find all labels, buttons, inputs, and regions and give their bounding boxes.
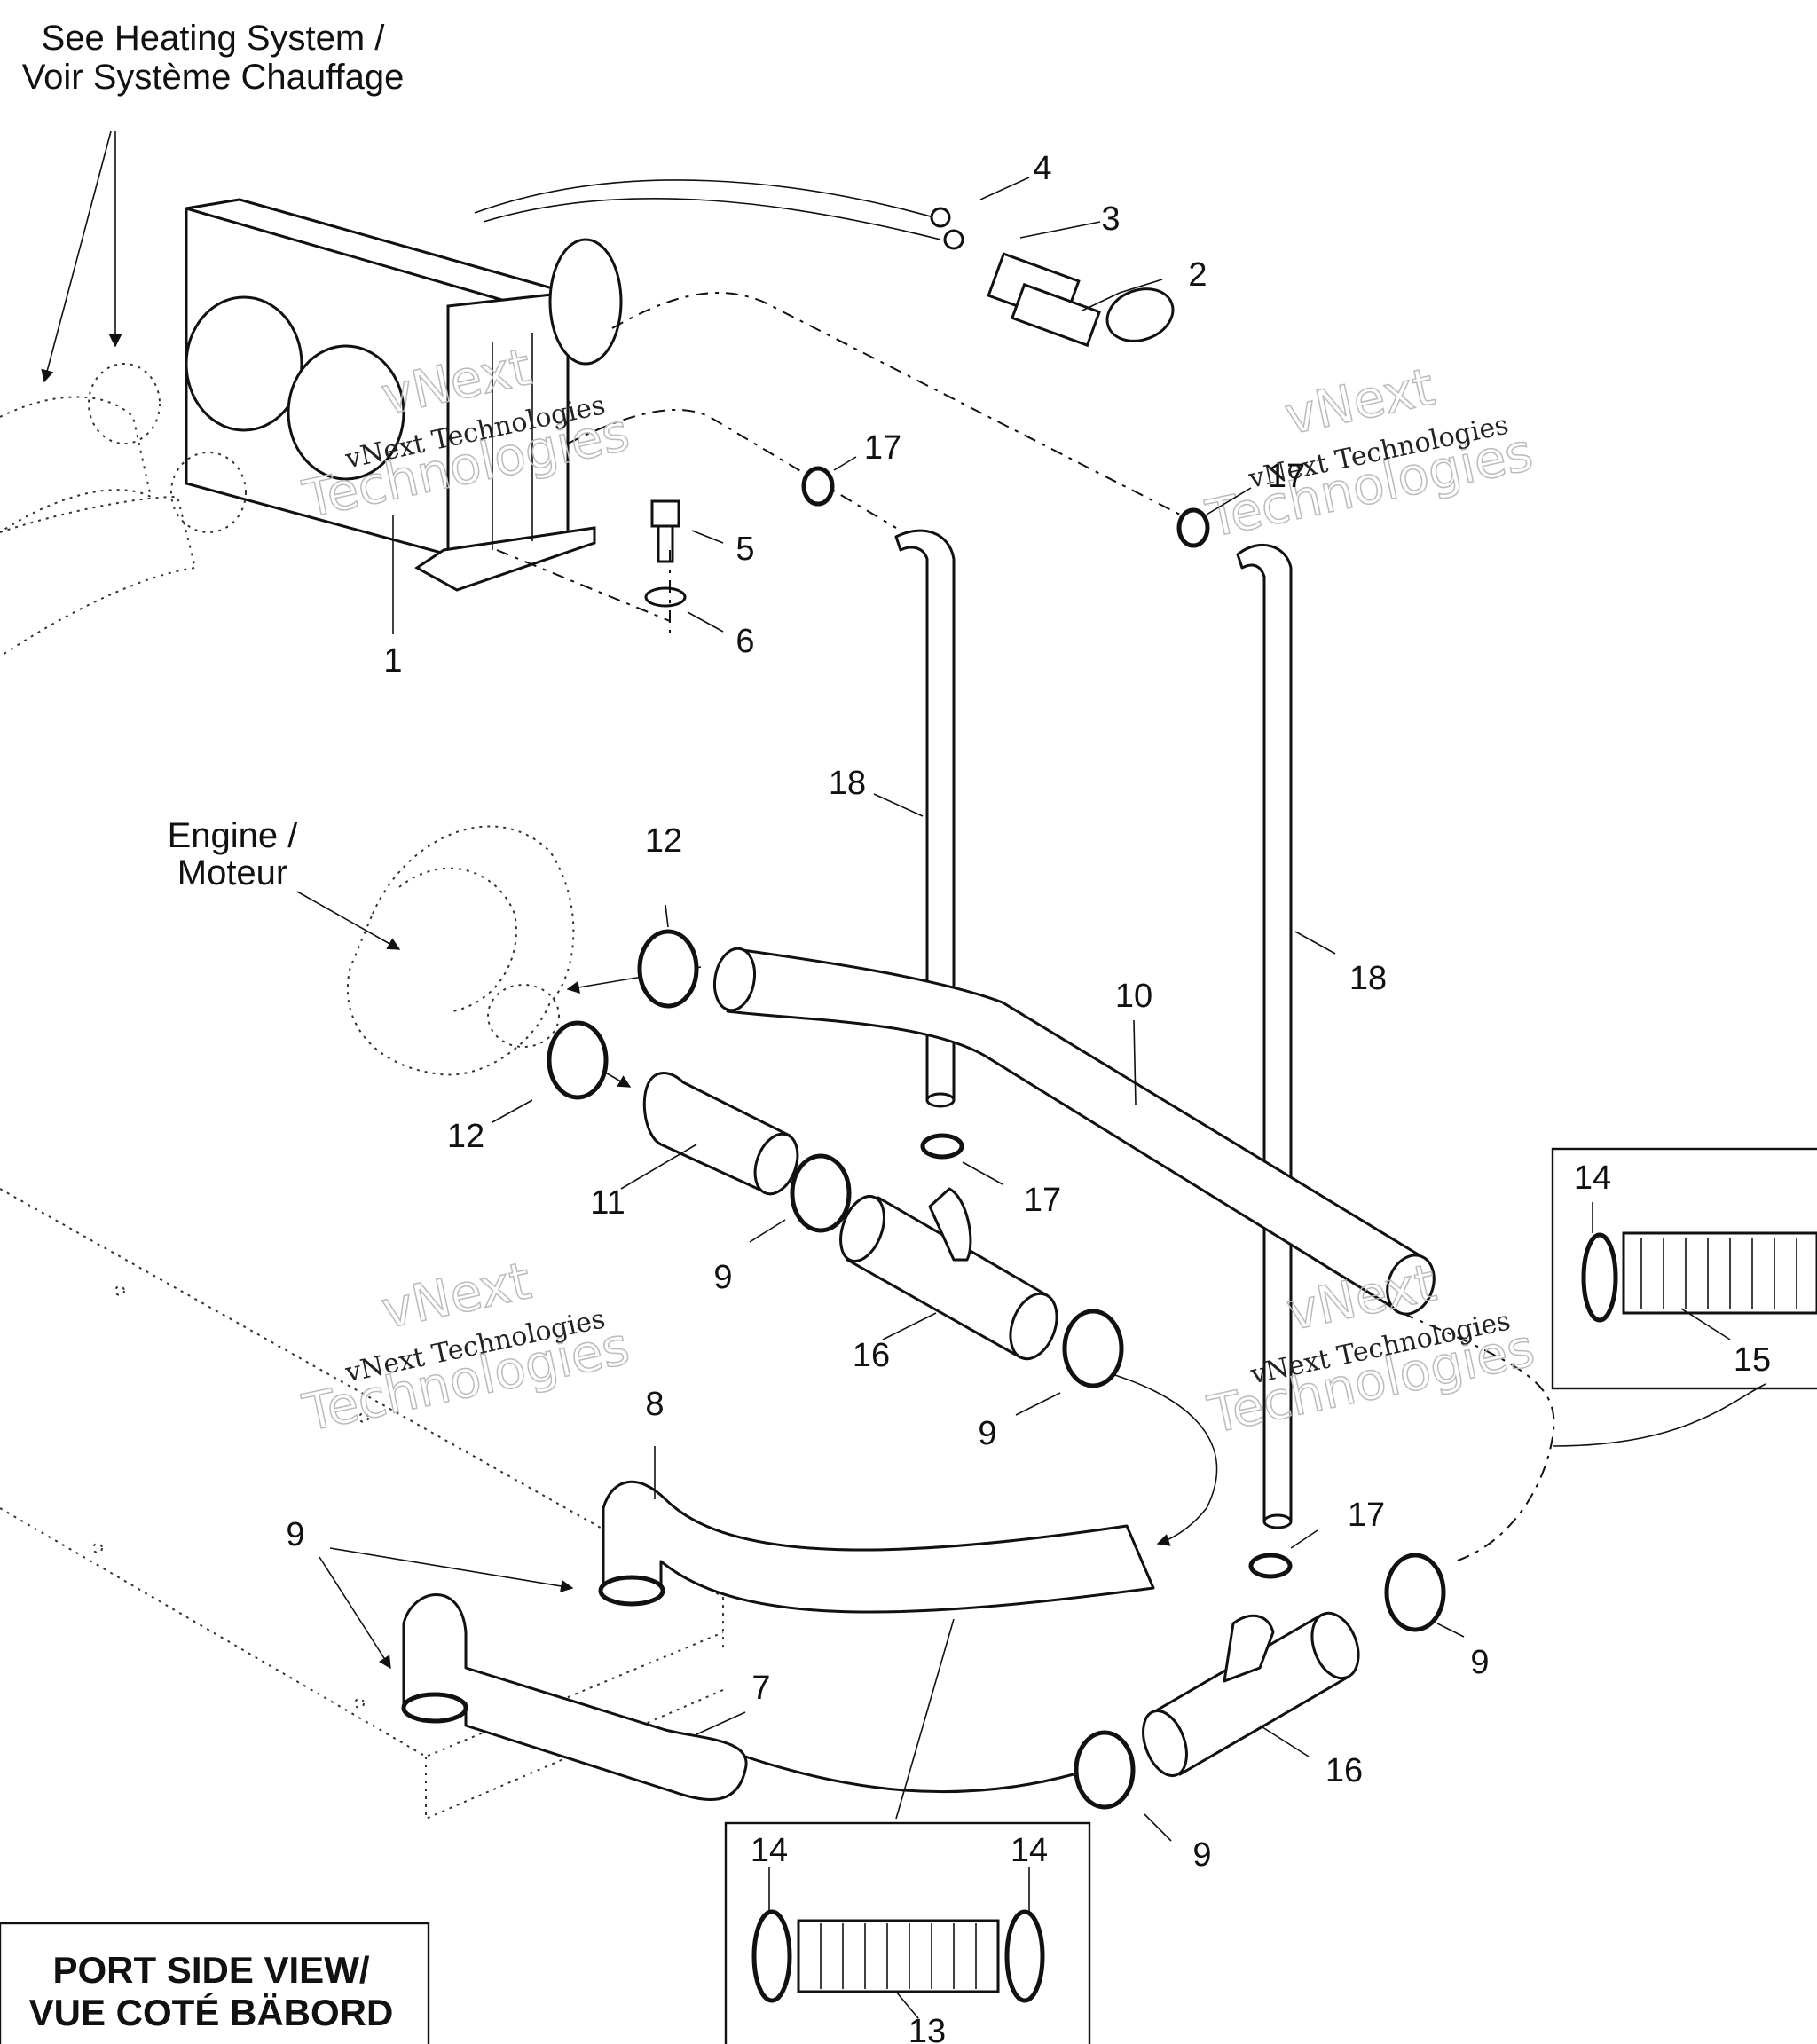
clamp-9-f (401, 1692, 468, 1724)
callout-15: 15 (1734, 1341, 1771, 1379)
flow-arrow-return (1099, 1370, 1218, 1546)
leader-lines (319, 177, 1766, 2019)
clamp-9-c (1384, 1553, 1446, 1632)
heater-unit (185, 198, 623, 592)
callout-14-a: 14 (751, 1832, 788, 1869)
callout-7: 7 (751, 1670, 770, 1707)
clamp-9-b (1062, 1309, 1124, 1388)
callout-9-a: 9 (286, 1516, 304, 1553)
tee-16-upper (839, 1187, 1058, 1361)
tank-outline (0, 1188, 724, 1820)
callout-12-b: 12 (447, 1118, 484, 1155)
hose-10 (726, 947, 1421, 1315)
clamp-9-d (1074, 1730, 1136, 1810)
callout-13: 13 (908, 2013, 946, 2044)
callout-4: 4 (1033, 150, 1051, 187)
callout-6: 6 (735, 623, 754, 660)
tie-strap-14-b (1004, 1909, 1045, 2003)
assembly-line-bolt (496, 549, 671, 639)
heating-system-note-line1: See Heating System / (42, 19, 386, 58)
callout-9-d: 9 (1470, 1644, 1489, 1681)
sleeve-15 (1622, 1231, 1817, 1315)
hose-8 (602, 1480, 1155, 1614)
callout-16-a: 16 (853, 1337, 890, 1374)
tie-strap-14-c (1581, 1232, 1618, 1323)
callout-16-b: 16 (1325, 1752, 1363, 1789)
clamp-17-b (1176, 507, 1210, 548)
view-title-box (0, 1922, 430, 2044)
sleeve-13 (797, 1919, 1000, 1993)
watermark-bottom-left: vNext Technologies vNext Technologies (297, 1249, 635, 1443)
heater-wires (474, 179, 950, 240)
callout-3: 3 (1101, 200, 1120, 238)
inset-box-15 (1551, 1147, 1817, 1390)
callout-17-a: 17 (864, 429, 901, 467)
washer (644, 586, 687, 608)
clamp-17-a (801, 466, 835, 507)
clamp-12-a (637, 929, 699, 1009)
callout-17-d: 17 (1348, 1497, 1385, 1534)
hose-7 (402, 1593, 748, 1801)
watermark-bottom-right: vNext Technologies vNext Technologies (1202, 1252, 1540, 1446)
callout-5: 5 (735, 531, 754, 568)
callout-12-a: 12 (645, 822, 682, 860)
callout-9-e: 9 (1192, 1836, 1211, 1874)
callout-9-b: 9 (713, 1259, 732, 1296)
callout-10: 10 (1115, 978, 1152, 1015)
view-title-line1: PORT SIDE VIEW/ (52, 1949, 369, 1991)
bolt (650, 499, 680, 563)
engine-note-line2: Moteur (177, 853, 288, 892)
callout-18-a: 18 (829, 765, 866, 802)
heater-ducts (0, 363, 247, 657)
callout-14-b: 14 (1011, 1832, 1048, 1869)
clamp-17-c (920, 1133, 964, 1160)
callout-14-c: 14 (1574, 1160, 1611, 1197)
callout-9-c: 9 (978, 1415, 996, 1452)
heating-system-arrow-1 (41, 130, 112, 383)
assembly-line-hose-left (567, 408, 897, 529)
callout-11: 11 (590, 1184, 625, 1222)
callout-18-b: 18 (1349, 960, 1387, 997)
engine-outline (346, 825, 575, 1076)
hose-11 (642, 1072, 791, 1195)
tie-strap-14-a (751, 1909, 792, 2003)
watermark-top-right: vNext Technologies vNext Technologies (1200, 356, 1538, 550)
inset-box-13 (724, 1821, 1091, 2044)
clamp-17-d (1248, 1553, 1293, 1579)
callout-8: 8 (645, 1386, 664, 1423)
callout-17-b: 17 (1268, 458, 1305, 495)
callout-1: 1 (383, 642, 402, 680)
assembly-line-hose-right (611, 292, 1181, 515)
connector-assembly (930, 207, 1175, 348)
heating-system-note-line2: Voir Système Chauffage (22, 58, 405, 97)
callout-17-c: 17 (1024, 1182, 1061, 1219)
tee-16-lower (1142, 1611, 1360, 1777)
clamp-9-a (790, 1153, 852, 1233)
callout-2: 2 (1188, 256, 1207, 294)
clamp-12-b (547, 1020, 609, 1100)
assembly-line-right-loop (1401, 1312, 1555, 1562)
view-title-line2: VUE COTÉ BÄBORD (29, 1992, 394, 2033)
clamp-9-e (598, 1575, 665, 1607)
engine-note-line1: Engine / (168, 816, 299, 855)
